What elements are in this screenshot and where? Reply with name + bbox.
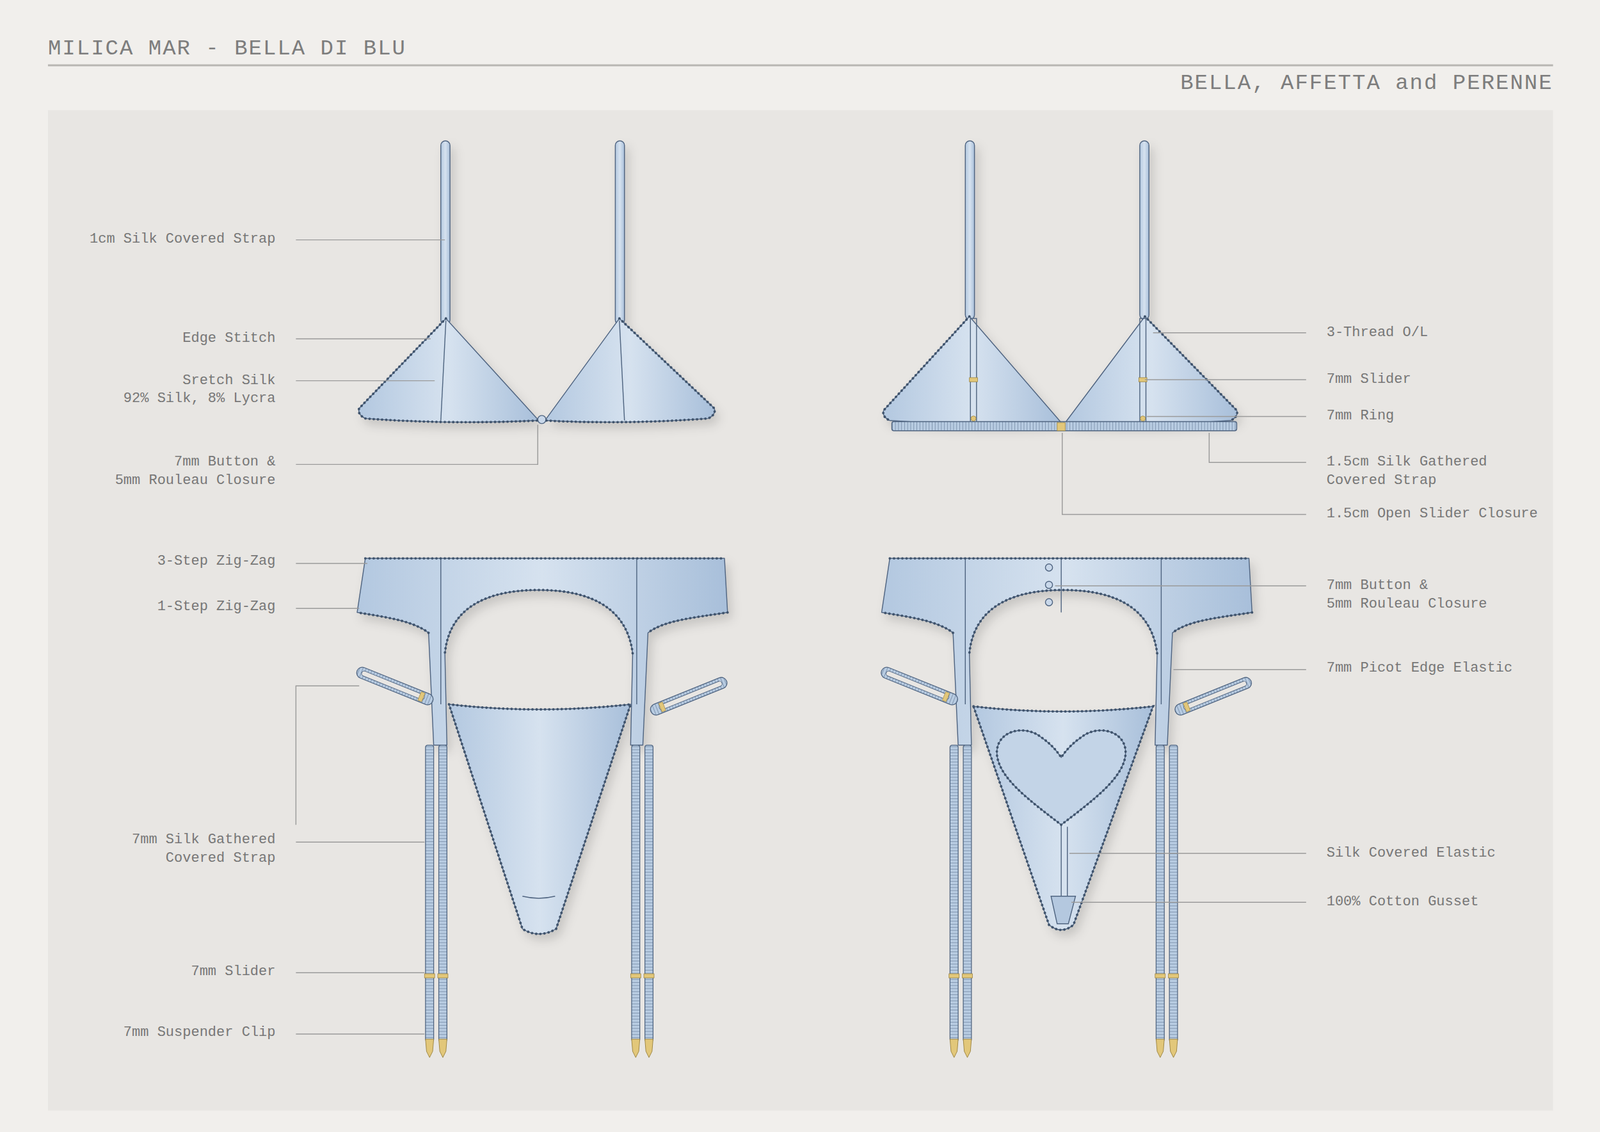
callout-label: 5mm Rouleau Closure: [1326, 595, 1488, 613]
collection-heading: BELLA, AFFETTA and PERENNE: [1180, 70, 1554, 97]
callout-label: 1.5cm Silk Gathered: [1326, 453, 1488, 471]
callout-label: 92% Silk, 8% Lycra: [123, 390, 276, 408]
callout-label: 7mm Silk Gathered: [131, 831, 276, 848]
callout-label: Sretch Silk: [182, 372, 276, 390]
callout-label: Covered Strap: [165, 849, 276, 867]
callout-label: 7mm Slider: [190, 963, 276, 980]
callout-label: Covered Strap: [1326, 472, 1437, 489]
sheet-title: MILICA MAR - BELLA DI BLU: [48, 35, 407, 63]
callout-label: 1-Step Zig-Zag: [157, 598, 276, 616]
callout-label: 7mm Button &: [174, 453, 276, 471]
callout-label: 3-Step Zig-Zag: [157, 552, 276, 570]
leader-lines: [295, 240, 1306, 1034]
callout-label: 7mm Picot Edge Elastic: [1326, 659, 1513, 677]
callout-label: Edge Stitch: [182, 330, 276, 347]
callout-label: 7mm Button &: [1326, 577, 1428, 594]
callout-label: 7mm Slider: [1326, 371, 1412, 388]
callout-label: 3-Thread O/L: [1326, 324, 1428, 342]
callout-label: Silk Covered Elastic: [1326, 844, 1496, 862]
callout-label: 1cm Silk Covered Strap: [89, 231, 276, 248]
callout-label: 5mm Rouleau Closure: [115, 472, 276, 489]
callout-label: 7mm Suspender Clip: [123, 1024, 276, 1041]
callout-label: 100% Cotton Gusset: [1326, 893, 1480, 911]
callout-label: 7mm Ring: [1326, 407, 1395, 425]
callout-label: 1.5cm Open Slider Closure: [1326, 505, 1538, 523]
